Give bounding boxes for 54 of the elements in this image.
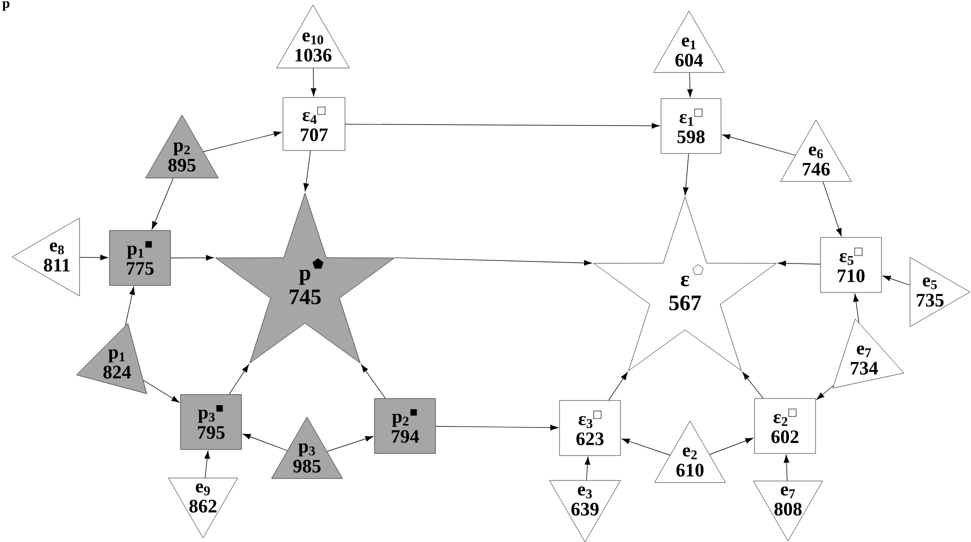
arrow [608,372,628,401]
triangle-node: p$_{2}$ 895 [145,114,219,178]
arrow [742,372,764,399]
arrow [822,181,842,236]
square-node: ε$_{3}$□ 623 [559,400,621,456]
triangle-node: e$_{7}$ 808 [753,480,823,542]
arrow [170,254,214,261]
arrow [125,286,135,326]
arrow [143,380,180,403]
arrow [152,178,174,230]
arrow [361,364,386,399]
star-node: p 745 [215,192,395,364]
triangle-node: e$_{8}$ 811 [12,218,80,296]
triangle-node: e$_{9}$ 862 [168,478,238,538]
square-node: ε$_{1}$□ 598 [660,98,722,154]
triangle-node: p$_{3}$ 985 [271,416,343,479]
square-node: p$_{2}$■ 794 [374,398,436,454]
arrow [687,72,693,98]
arrow [778,260,821,266]
arrow [228,364,249,395]
square-node: ε$_{2}$□ 602 [754,398,816,454]
triangle-node: e$_{5}$ 735 [910,257,970,327]
arrow [344,123,660,129]
arrow [816,385,834,400]
triangle-node: e$_{3}$ 639 [549,480,621,542]
arrow [709,438,754,455]
arrow [204,450,210,478]
star-node: ε 567 [594,196,776,371]
arrow [682,153,689,196]
arrow [584,456,590,481]
panel-letter: p [2,1,10,11]
arrow [394,257,592,266]
triangle-node: e$_{6}$ 746 [780,120,852,182]
arrow [326,436,374,452]
triangle-node: e$_{7}$ 734 [832,318,904,388]
arrow [853,294,860,323]
arrow [435,424,558,430]
triangle-node: e$_{1}$ 604 [653,10,725,73]
square-node: p$_{3}$■ 795 [180,394,242,450]
triangle-node: e$_{2}$ 610 [654,420,726,483]
arrow [622,438,670,456]
arrow [882,276,910,286]
arrow [242,434,288,451]
arrow [784,454,790,482]
triangle-node: p$_{1}$ 824 [76,323,147,394]
arrow [722,134,796,156]
arrow [303,150,311,192]
square-node: ε$_{5}$□ 710 [820,237,882,293]
square-node: ε$_{4}$□ 707 [282,97,346,151]
arrow [203,131,282,152]
arrow [310,68,316,96]
arrow [79,254,108,260]
square-node: p$_{1}$■ 775 [109,230,171,286]
triangle-node: e$_{10}$ 1036 [276,4,350,68]
